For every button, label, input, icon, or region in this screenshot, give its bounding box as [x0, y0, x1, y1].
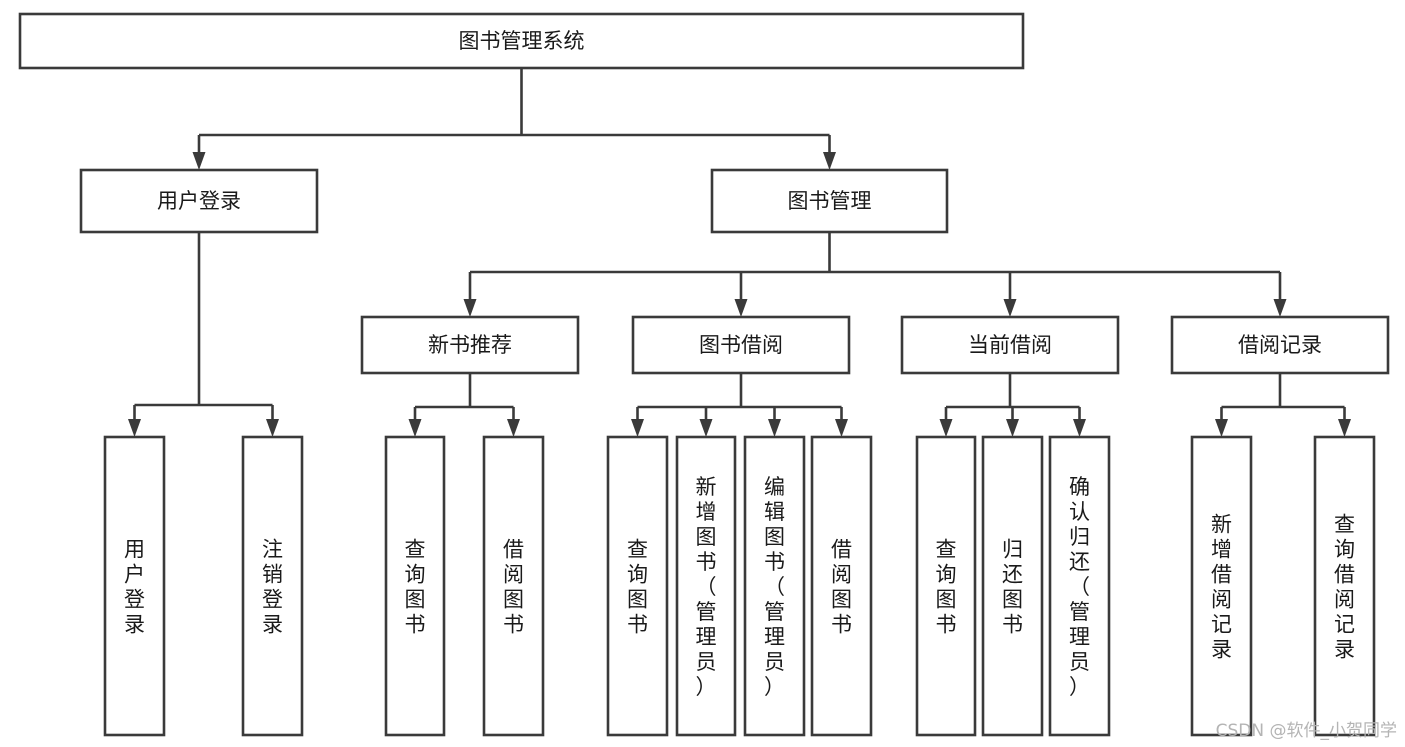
node-label: 借阅图书: [831, 538, 852, 637]
node-label: 借阅记录: [1238, 333, 1322, 357]
node-label: 新书推荐: [428, 333, 512, 357]
node-box: [1190, 435, 1253, 737]
node-l-bw-edit[interactable]: 编辑图书（管理员）: [743, 435, 806, 737]
node-box: [1313, 435, 1376, 737]
node-box: [710, 168, 949, 234]
node-box: [482, 435, 545, 737]
node-n-borrow[interactable]: 图书借阅: [631, 315, 851, 375]
node-label: 查询图书: [627, 538, 648, 637]
node-box: [606, 435, 669, 737]
node-l-rec-query[interactable]: 查询借阅记录: [1313, 435, 1376, 737]
node-l-bw-query[interactable]: 查询图书: [606, 435, 669, 737]
node-box: [360, 315, 580, 375]
node-label: 用户登录: [157, 189, 241, 213]
node-l-bw-add[interactable]: 新增图书（管理员）: [675, 435, 737, 737]
node-l-bw-borrow[interactable]: 借阅图书: [810, 435, 873, 737]
connector-layer: [128, 68, 1351, 437]
arrow-head-icon: [408, 419, 422, 437]
arrow-head-icon: [1006, 419, 1019, 437]
arrow-head-icon: [631, 419, 644, 437]
node-box: [915, 435, 977, 737]
node-label: 图书管理系统: [459, 29, 585, 53]
node-root[interactable]: 图书管理系统: [18, 12, 1025, 70]
arrow-head-icon: [939, 419, 953, 437]
node-l-cur-query[interactable]: 查询图书: [915, 435, 977, 737]
arrow-head-icon: [266, 419, 279, 437]
node-box: [1048, 435, 1111, 737]
node-box: [810, 435, 873, 737]
node-l-nb-borrow[interactable]: 借阅图书: [482, 435, 545, 737]
node-box: [631, 315, 851, 375]
node-box: [384, 435, 446, 737]
node-l-nb-query[interactable]: 查询图书: [384, 435, 446, 737]
arrow-head-icon: [128, 419, 141, 437]
node-n-bookmgmt[interactable]: 图书管理: [710, 168, 949, 234]
node-box: [18, 12, 1025, 70]
arrow-head-icon: [1273, 299, 1287, 317]
arrow-head-icon: [699, 419, 713, 437]
node-label: 新增借阅记录: [1211, 513, 1232, 662]
node-label: 新增图书（管理员）: [696, 475, 717, 699]
node-label: 归还图书: [1002, 538, 1023, 637]
node-box: [103, 435, 166, 737]
node-label: 编辑图书（管理员）: [764, 475, 785, 699]
arrow-head-icon: [768, 419, 781, 437]
node-label: 确认归还（管理员）: [1069, 475, 1090, 699]
node-n-current[interactable]: 当前借阅: [900, 315, 1120, 375]
node-label: 用户登录: [124, 538, 145, 637]
arrow-head-icon: [734, 299, 748, 317]
node-label: 查询图书: [405, 538, 426, 637]
arrow-head-icon: [1073, 419, 1086, 437]
node-l-userlogin[interactable]: 用户登录: [103, 435, 166, 737]
node-l-cur-return[interactable]: 归还图书: [981, 435, 1044, 737]
node-label: 查询图书: [936, 538, 957, 637]
node-n-login[interactable]: 用户登录: [79, 168, 319, 234]
node-l-cur-confirm[interactable]: 确认归还（管理员）: [1048, 435, 1111, 737]
node-box: [1170, 315, 1390, 375]
arrow-head-icon: [835, 419, 848, 437]
arrow-head-icon: [192, 152, 206, 170]
arrow-head-icon: [1338, 419, 1351, 437]
node-box: [900, 315, 1120, 375]
arrow-head-icon: [463, 299, 477, 317]
node-label: 查询借阅记录: [1334, 513, 1355, 662]
node-label: 借阅图书: [503, 538, 524, 637]
node-label: 图书借阅: [699, 333, 783, 357]
arrow-head-icon: [1215, 419, 1228, 437]
node-layer: 图书管理系统用户登录图书管理新书推荐图书借阅当前借阅借阅记录用户登录注销登录查询…: [18, 12, 1390, 737]
arrow-head-icon: [507, 419, 520, 437]
node-label: 当前借阅: [968, 333, 1052, 357]
arrow-head-icon: [823, 152, 836, 170]
node-box: [981, 435, 1044, 737]
node-box: [743, 435, 806, 737]
node-n-record[interactable]: 借阅记录: [1170, 315, 1390, 375]
node-box: [241, 435, 304, 737]
node-label: 注销登录: [262, 538, 283, 637]
node-label: 图书管理: [788, 189, 872, 213]
node-box: [79, 168, 319, 234]
arrow-head-icon: [1003, 299, 1017, 317]
node-n-newbook[interactable]: 新书推荐: [360, 315, 580, 375]
node-l-logout[interactable]: 注销登录: [241, 435, 304, 737]
node-box: [675, 435, 737, 737]
node-l-rec-add[interactable]: 新增借阅记录: [1190, 435, 1253, 737]
